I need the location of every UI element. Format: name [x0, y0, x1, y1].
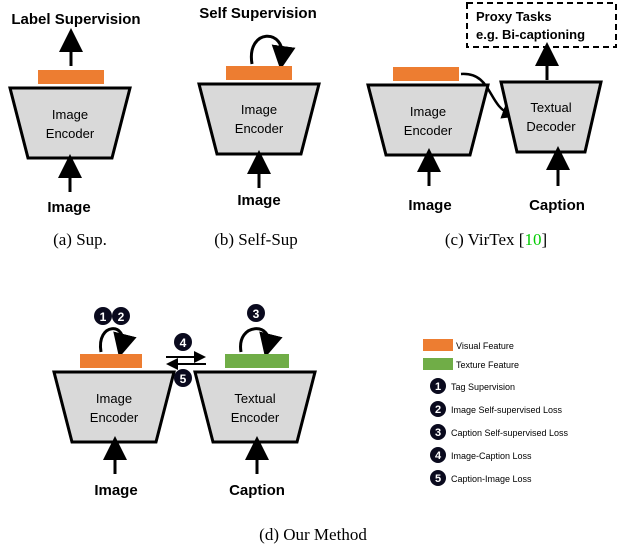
text-encoder-line2: Encoder: [231, 410, 280, 425]
caption-label: Caption: [229, 482, 285, 499]
panel-a: Label Supervision Image Encoder Image (a…: [8, 11, 141, 249]
self-supervision-title: Self Supervision: [199, 5, 317, 22]
legend-badge-2: [430, 401, 446, 417]
proxy-tasks-box: [466, 2, 617, 48]
input-label: Image: [47, 199, 90, 216]
visual-feature-bar: [38, 70, 104, 84]
panel-b: Self Supervision Image Encoder Image (b)…: [197, 5, 321, 249]
badge-5-circle: [174, 369, 192, 387]
citation-link: 10: [524, 230, 541, 249]
caption-self-loop-arrow: [239, 327, 283, 358]
badge-2-circle: [112, 307, 130, 325]
legend-badge-4: [430, 447, 446, 463]
legend-badge-2-number: 2: [435, 404, 441, 416]
input-label: Image: [237, 192, 280, 209]
image-encoder-trapezoid: [366, 83, 490, 157]
encoder-line1: Image: [96, 391, 132, 406]
decoder-line2: Decoder: [526, 119, 576, 134]
badge-1-circle: [94, 307, 112, 325]
panel-caption: (a) Sup.: [53, 230, 107, 249]
legend-badge-5-number: 5: [435, 473, 441, 485]
badge-4-circle: [174, 333, 192, 351]
legend-texture-swatch: [423, 358, 453, 370]
image-self-loop-arrow: [99, 327, 137, 358]
panel-caption: (d) Our Method: [259, 525, 367, 544]
badge-1-number: 1: [100, 310, 107, 324]
legend-visual-swatch: [423, 339, 453, 351]
badge-2-number: 2: [118, 310, 125, 324]
image-label: Image: [408, 197, 451, 214]
visual-feature-bar: [393, 67, 459, 81]
encoder-line2: Encoder: [90, 410, 139, 425]
legend-badge-4-number: 4: [435, 450, 442, 462]
image-encoder-trapezoid: [8, 86, 132, 160]
legend-badge-3-number: 3: [435, 427, 441, 439]
text-encoder-line1: Textual: [234, 391, 275, 406]
badge-3-number: 3: [253, 307, 260, 321]
encoder-line1: Image: [241, 102, 277, 117]
feature-to-decoder-arrow: [460, 72, 518, 119]
decoder-line1: Textual: [530, 100, 571, 115]
legend-badge-3: [430, 424, 446, 440]
panel-caption: (b) Self-Sup: [214, 230, 298, 249]
legend-item-label: Image-Caption Loss: [451, 451, 532, 461]
legend-item-label: Caption-Image Loss: [451, 474, 532, 484]
visual-feature-bar: [226, 66, 292, 80]
textual-encoder-trapezoid: [193, 370, 317, 444]
image-encoder-trapezoid: [52, 370, 176, 444]
encoder-line2: Encoder: [404, 123, 453, 138]
legend-visual-label: Visual Feature: [456, 341, 514, 351]
legend-texture-label: Texture Feature: [456, 360, 519, 370]
visual-feature-bar: [80, 354, 142, 368]
image-encoder-trapezoid: [197, 82, 321, 156]
caption-label: Caption: [529, 197, 585, 214]
texture-feature-bar: [225, 354, 289, 368]
proxy-line1: Proxy Tasks: [476, 9, 552, 24]
legend-item-label: Tag Supervision: [451, 382, 515, 392]
image-label: Image: [94, 482, 137, 499]
proxy-line2: e.g. Bi-captioning: [476, 27, 585, 42]
legend-item-label: Image Self-supervised Loss: [451, 405, 563, 415]
legend: Visual Feature Texture Feature 1 Tag Sup…: [423, 339, 569, 486]
label-supervision-title: Label Supervision: [11, 11, 140, 28]
badge-5-number: 5: [180, 372, 187, 386]
badge-3-circle: [247, 304, 265, 322]
encoder-line2: Encoder: [235, 121, 284, 136]
legend-item-label: Caption Self-supervised Loss: [451, 428, 569, 438]
panel-d: 1 2 Image Encoder Image 4 5 3 Textual En…: [52, 304, 367, 544]
textual-decoder-trapezoid: [499, 80, 603, 154]
panel-c: Proxy Tasks e.g. Bi-captioning Image Enc…: [366, 2, 617, 249]
legend-badge-1-number: 1: [435, 381, 441, 393]
encoder-line2: Encoder: [46, 126, 95, 141]
encoder-line1: Image: [52, 107, 88, 122]
legend-badge-1: [430, 378, 446, 394]
panel-caption: (c) VirTex [10]: [445, 230, 547, 249]
legend-badge-5: [430, 470, 446, 486]
self-loop-arrow: [249, 34, 296, 70]
encoder-line1: Image: [410, 104, 446, 119]
badge-4-number: 4: [180, 336, 187, 350]
